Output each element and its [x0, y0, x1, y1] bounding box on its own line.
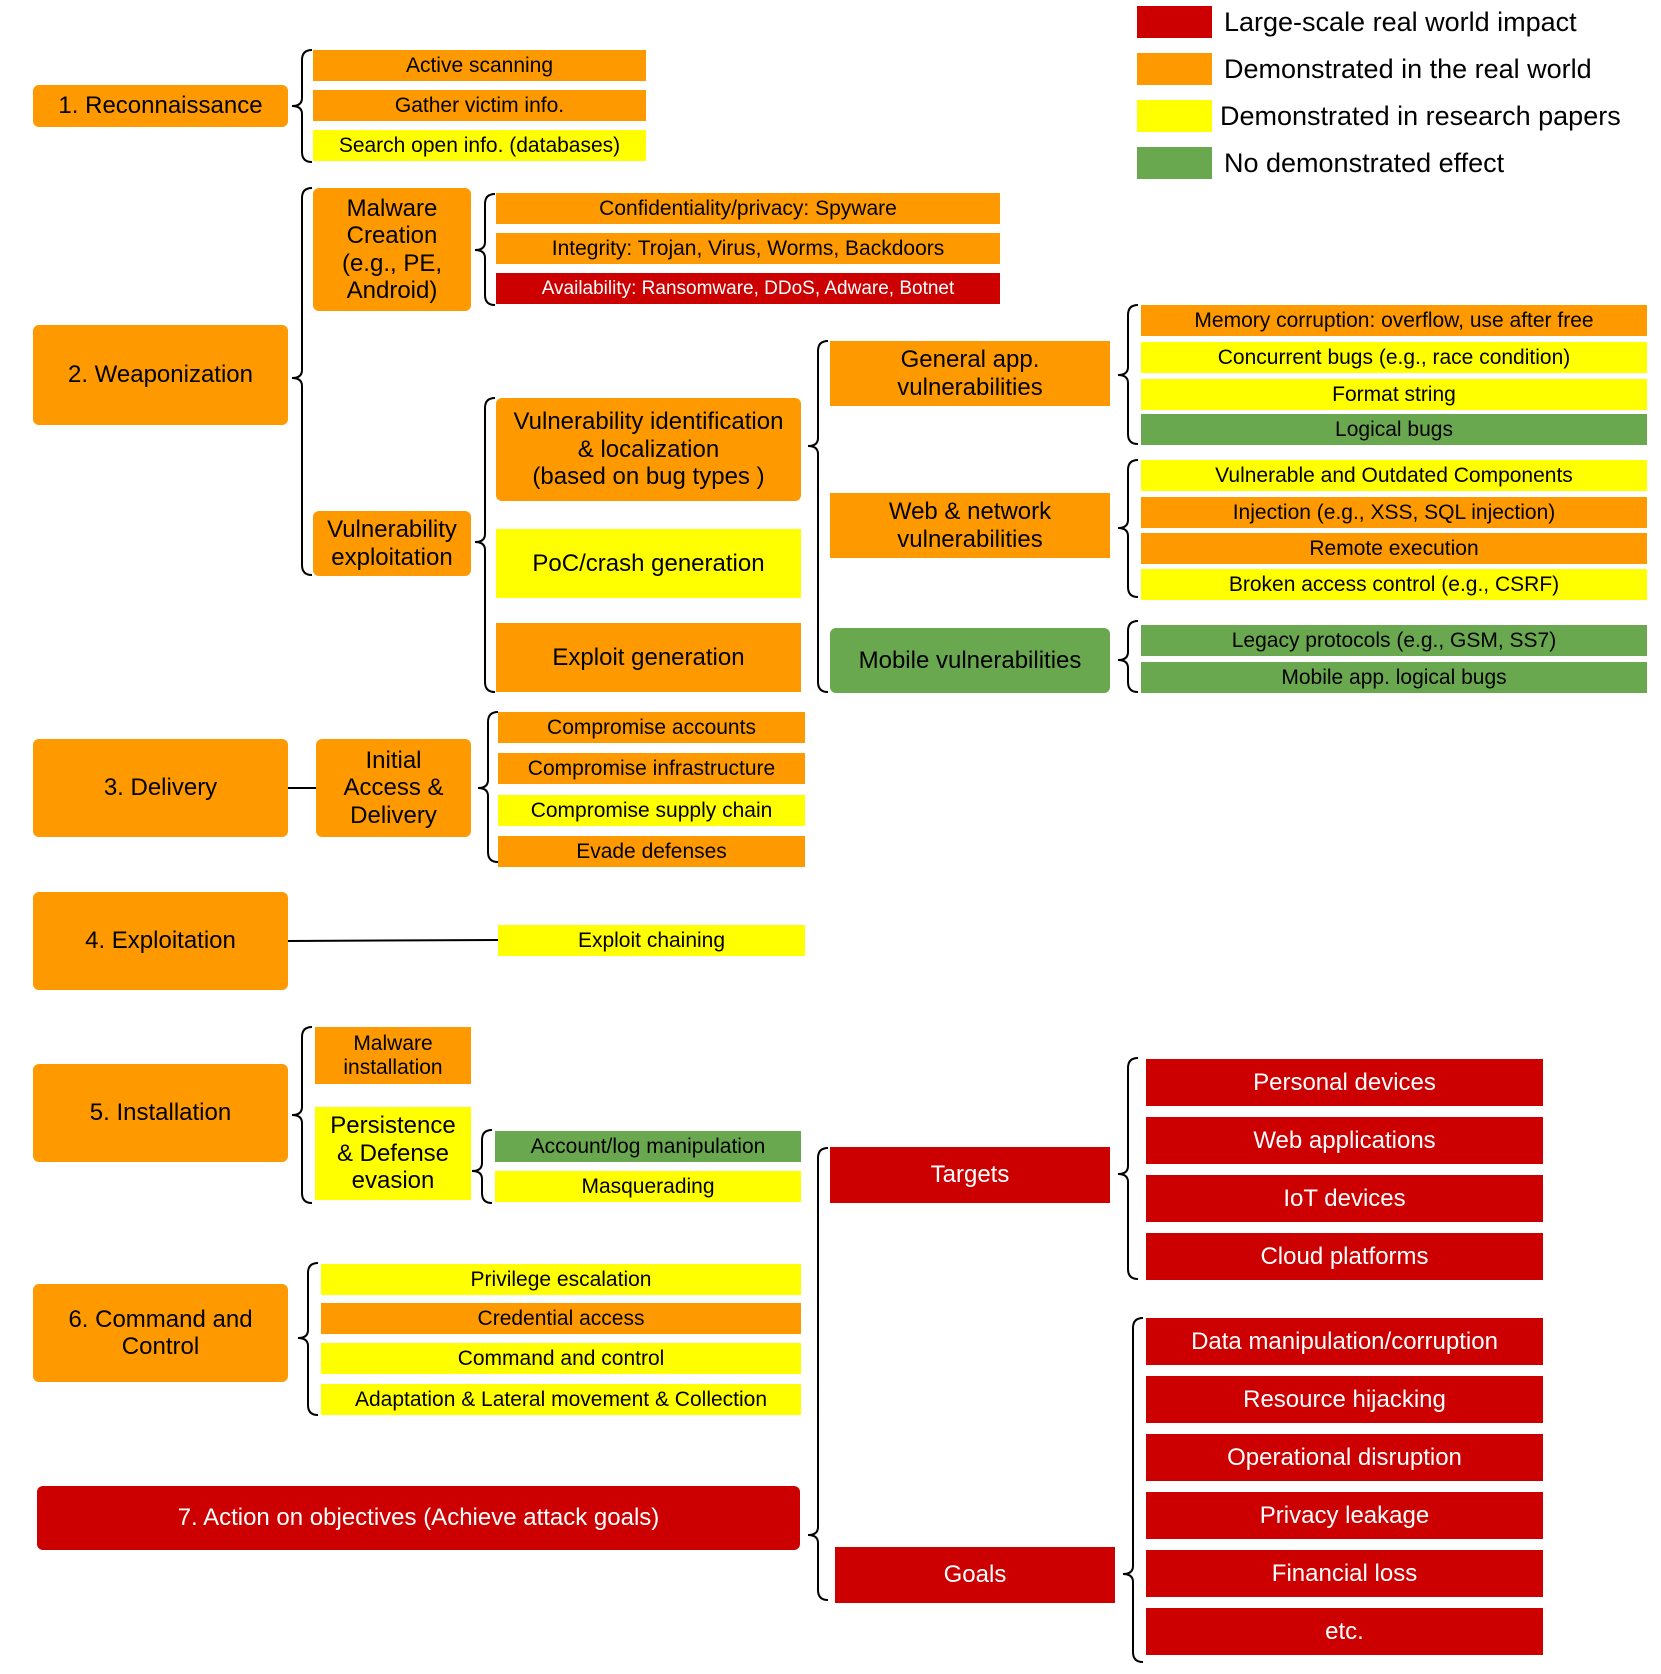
mobile-item: Mobile app. logical bugs	[1141, 662, 1647, 693]
legend-label: No demonstrated effect	[1224, 148, 1505, 178]
general-item: Concurrent bugs (e.g., race condition)	[1141, 342, 1647, 373]
goals: Goals	[835, 1547, 1115, 1603]
target-item: IoT devices	[1146, 1175, 1543, 1222]
malware-item: Confidentiality/privacy: Spyware	[496, 193, 1000, 224]
brace	[297, 1262, 319, 1416]
brace	[1117, 304, 1139, 445]
brace	[807, 340, 829, 693]
delivery-item: Compromise accounts	[498, 712, 805, 743]
persistence-defense-evasion: Persistence & Defense evasion	[315, 1107, 471, 1200]
stage-command-and-control: 6. Command and Control	[33, 1284, 288, 1382]
brace	[291, 1026, 313, 1204]
goal-item: Operational disruption	[1146, 1434, 1543, 1481]
legend-swatch-red	[1137, 6, 1212, 38]
brace	[1117, 459, 1139, 598]
targets: Targets	[830, 1147, 1110, 1203]
legend-swatch-yellow	[1137, 100, 1212, 132]
malware-installation: Malware installation	[315, 1027, 471, 1084]
connector	[287, 939, 499, 942]
web-item: Remote execution	[1141, 533, 1647, 564]
brace	[477, 711, 499, 863]
stage-weaponization: 2. Weaponization	[33, 325, 288, 425]
general-item: Memory corruption: overflow, use after f…	[1141, 305, 1647, 336]
delivery-item: Compromise supply chain	[498, 795, 805, 826]
vuln-step: PoC/crash generation	[496, 529, 801, 598]
brace	[807, 1147, 829, 1601]
stage-delivery: 3. Delivery	[33, 739, 288, 837]
target-item: Personal devices	[1146, 1059, 1543, 1106]
brace	[474, 397, 496, 693]
delivery-item: Evade defenses	[498, 836, 805, 867]
goal-item: Financial loss	[1146, 1550, 1543, 1597]
web-item: Injection (e.g., XSS, SQL injection)	[1141, 497, 1647, 528]
exploitation-item: Exploit chaining	[498, 925, 805, 956]
stage-exploitation: 4. Exploitation	[33, 892, 288, 990]
legend-label: Demonstrated in research papers	[1220, 101, 1621, 131]
web-item: Vulnerable and Outdated Components	[1141, 460, 1647, 491]
brace	[1117, 1057, 1139, 1280]
goal-item: Data manipulation/corruption	[1146, 1318, 1543, 1365]
stage-reconnaissance: 1. Reconnaissance	[33, 85, 288, 127]
category-web-network: Web & network vulnerabilities	[830, 493, 1110, 558]
brace	[474, 193, 496, 306]
goal-item: Resource hijacking	[1146, 1376, 1543, 1423]
c2-item: Adaptation & Lateral movement & Collecti…	[321, 1384, 801, 1415]
c2-item: Command and control	[321, 1343, 801, 1374]
target-item: Web applications	[1146, 1117, 1543, 1164]
web-item: Broken access control (e.g., CSRF)	[1141, 569, 1647, 600]
c2-item: Credential access	[321, 1303, 801, 1334]
persistence-item: Account/log manipulation	[495, 1131, 801, 1162]
brace	[1122, 1317, 1144, 1663]
legend-label: Demonstrated in the real world	[1224, 54, 1592, 84]
mobile-item: Legacy protocols (e.g., GSM, SS7)	[1141, 625, 1647, 656]
general-item: Format string	[1141, 379, 1647, 410]
recon-item: Search open info. (databases)	[313, 130, 646, 161]
vuln-step: Exploit generation	[496, 623, 801, 692]
stage-installation: 5. Installation	[33, 1064, 288, 1162]
malware-creation: Malware Creation (e.g., PE, Android)	[313, 188, 471, 311]
brace	[291, 49, 313, 163]
category-general-app: General app. vulnerabilities	[830, 341, 1110, 406]
goal-item: Privacy leakage	[1146, 1492, 1543, 1539]
goal-item: etc.	[1146, 1608, 1543, 1655]
malware-item: Availability: Ransomware, DDoS, Adware, …	[496, 273, 1000, 304]
persistence-item: Masquerading	[495, 1171, 801, 1202]
recon-item: Active scanning	[313, 50, 646, 81]
legend-swatch-green	[1137, 147, 1212, 179]
initial-access-delivery: Initial Access & Delivery	[316, 739, 471, 837]
legend-swatch-orange	[1137, 53, 1212, 85]
brace	[471, 1129, 493, 1204]
vulnerability-exploitation: Vulnerability exploitation	[313, 511, 471, 576]
category-mobile: Mobile vulnerabilities	[830, 628, 1110, 693]
recon-item: Gather victim info.	[313, 90, 646, 121]
delivery-item: Compromise infrastructure	[498, 753, 805, 784]
general-item: Logical bugs	[1141, 414, 1647, 445]
target-item: Cloud platforms	[1146, 1233, 1543, 1280]
c2-item: Privilege escalation	[321, 1264, 801, 1295]
legend-label: Large-scale real world impact	[1224, 7, 1577, 37]
brace	[291, 187, 313, 576]
brace	[1117, 620, 1139, 693]
stage-action-on-objectives: 7. Action on objectives (Achieve attack …	[37, 1486, 800, 1550]
vuln-step: Vulnerability identification & localizat…	[496, 398, 801, 501]
malware-item: Integrity: Trojan, Virus, Worms, Backdoo…	[496, 233, 1000, 264]
